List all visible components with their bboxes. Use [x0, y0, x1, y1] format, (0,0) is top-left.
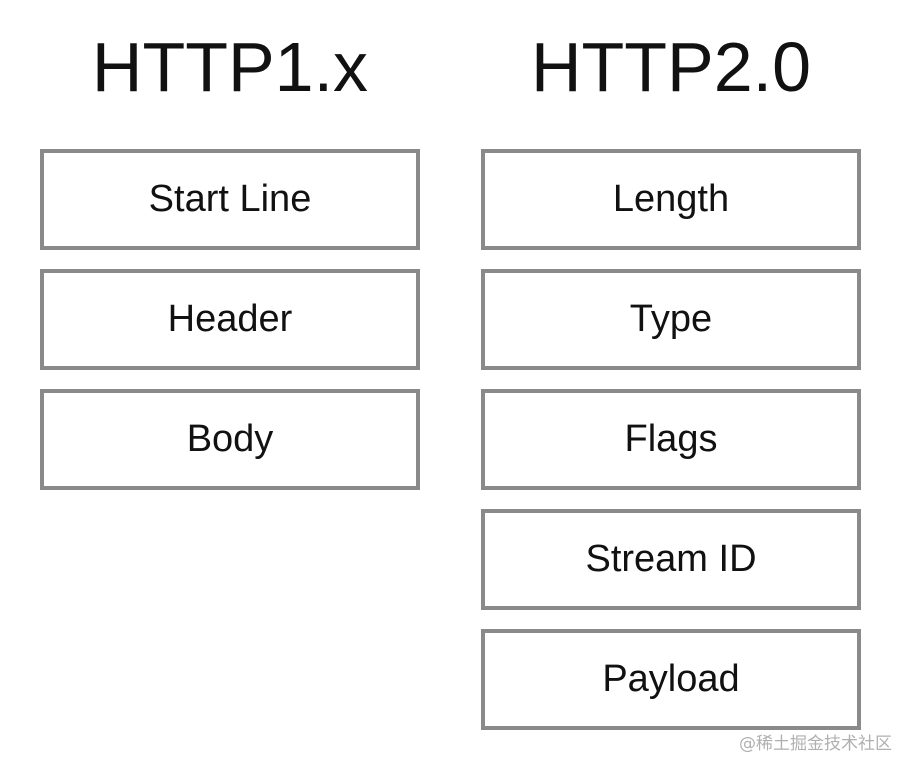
- http2-box-stream-id: Stream ID: [481, 509, 861, 610]
- http2-box-flags: Flags: [481, 389, 861, 490]
- watermark: @稀土掘金技术社区: [739, 734, 892, 754]
- http1-box-header: Header: [40, 269, 420, 370]
- http2-box-payload: Payload: [481, 629, 861, 730]
- http2-box-type: Type: [481, 269, 861, 370]
- http2-box-length: Length: [481, 149, 861, 250]
- http1-box-start-line: Start Line: [40, 149, 420, 250]
- http1-column-title: HTTP1.x: [91, 28, 369, 106]
- http1-box-body: Body: [40, 389, 420, 490]
- http2-column-title: HTTP2.0: [530, 28, 812, 106]
